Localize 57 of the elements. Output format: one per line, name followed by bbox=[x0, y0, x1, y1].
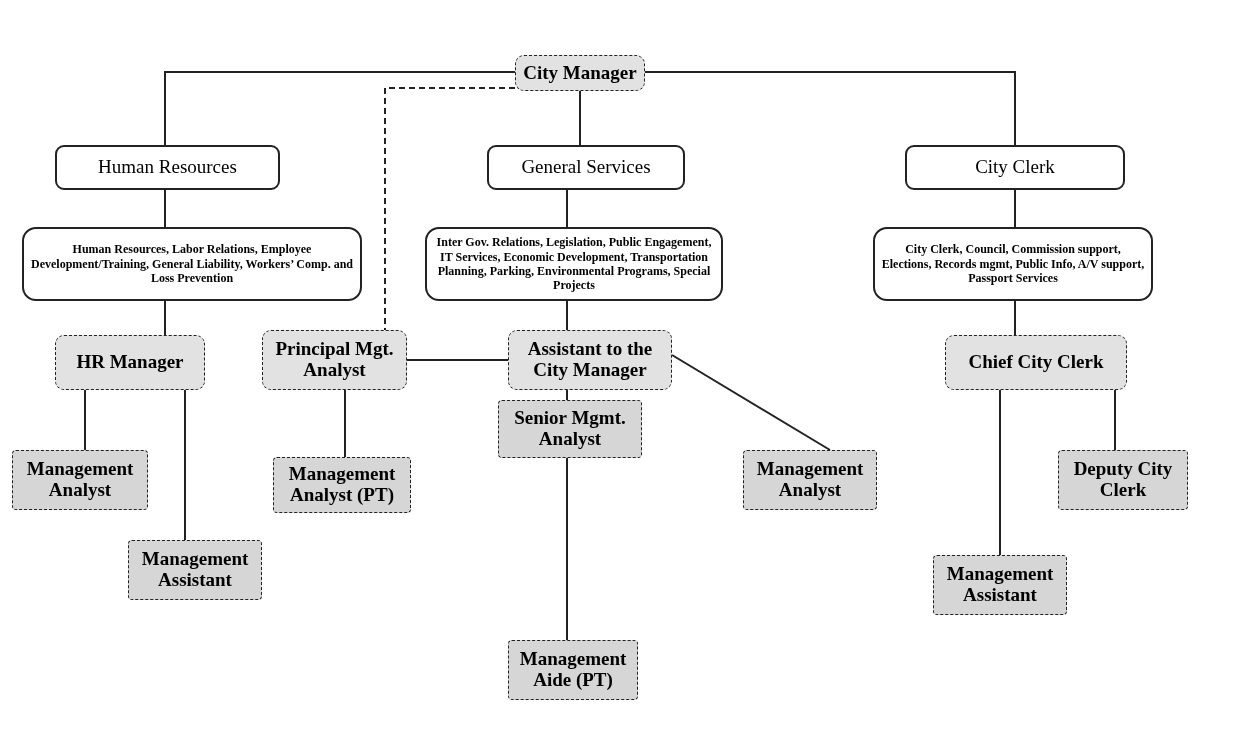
connector-line bbox=[566, 457, 568, 641]
connector-line bbox=[164, 300, 166, 336]
connector-line bbox=[566, 300, 568, 331]
department-box bbox=[905, 145, 1125, 190]
position-title: Deputy City Clerk bbox=[1072, 459, 1174, 501]
connector-line bbox=[1014, 189, 1016, 228]
connector-line bbox=[164, 189, 166, 228]
connector-line bbox=[579, 90, 581, 146]
position-title: Human Resources, Labor Relations, Employee Development/Training, General Liability, Workers’ Comp. and Loss Prevention bbox=[30, 242, 354, 286]
position-title: HR Manager bbox=[76, 352, 184, 373]
description-box bbox=[873, 227, 1153, 301]
dashed-connector bbox=[384, 87, 516, 331]
description-box bbox=[425, 227, 723, 301]
position-title: Management Assistant bbox=[140, 549, 250, 591]
position-title: Senior Mgmt. Analyst bbox=[513, 408, 627, 450]
position-box bbox=[498, 400, 642, 458]
position-box bbox=[933, 555, 1067, 615]
connector-line bbox=[999, 389, 1001, 556]
manager-box bbox=[515, 55, 645, 91]
description-box bbox=[22, 227, 362, 301]
connector-line bbox=[84, 389, 86, 451]
position-title: Principal Mgt. Analyst bbox=[274, 339, 395, 381]
connector-line bbox=[566, 389, 568, 401]
position-title: General Services bbox=[521, 157, 651, 178]
position-box bbox=[55, 335, 205, 390]
connector-line bbox=[184, 389, 186, 541]
position-title: City Manager bbox=[523, 62, 637, 84]
position-box bbox=[12, 450, 148, 510]
position-title: Management Analyst bbox=[25, 459, 135, 501]
position-box bbox=[508, 330, 672, 390]
position-title: Assistant to the City Manager bbox=[526, 339, 654, 381]
position-title: City Clerk bbox=[975, 157, 1055, 178]
position-box bbox=[508, 640, 638, 700]
department-box bbox=[55, 145, 280, 190]
position-title: City Clerk, Council, Commission support, Elections, Records mgmt, Public Info, A/V support, Passport Services bbox=[881, 242, 1145, 286]
position-title: Inter Gov. Relations, Legislation, Public Engagement, IT Services, Economic Development, Transportation Planning, Parking, Environmental Programs, Special Projects bbox=[435, 235, 713, 293]
position-title: Management Analyst (PT) bbox=[287, 464, 397, 506]
position-title: Chief City Clerk bbox=[968, 352, 1104, 373]
position-title: Human Resources bbox=[98, 157, 237, 178]
position-box bbox=[262, 330, 407, 390]
connector-line bbox=[406, 359, 509, 361]
position-title: Management Assistant bbox=[945, 564, 1055, 606]
connector-line bbox=[344, 389, 346, 458]
position-box bbox=[743, 450, 877, 510]
position-box bbox=[945, 335, 1127, 390]
connector-line bbox=[1114, 389, 1116, 451]
position-box bbox=[1058, 450, 1188, 510]
position-title: Management Analyst bbox=[755, 459, 865, 501]
connector-line bbox=[671, 354, 831, 451]
connector-line bbox=[1014, 300, 1016, 336]
connector-line bbox=[164, 71, 516, 146]
position-box bbox=[128, 540, 262, 600]
connector-line bbox=[566, 189, 568, 228]
connector-line bbox=[644, 71, 1016, 146]
position-title: Management Aide (PT) bbox=[518, 649, 628, 691]
department-box bbox=[487, 145, 685, 190]
position-box bbox=[273, 457, 411, 513]
